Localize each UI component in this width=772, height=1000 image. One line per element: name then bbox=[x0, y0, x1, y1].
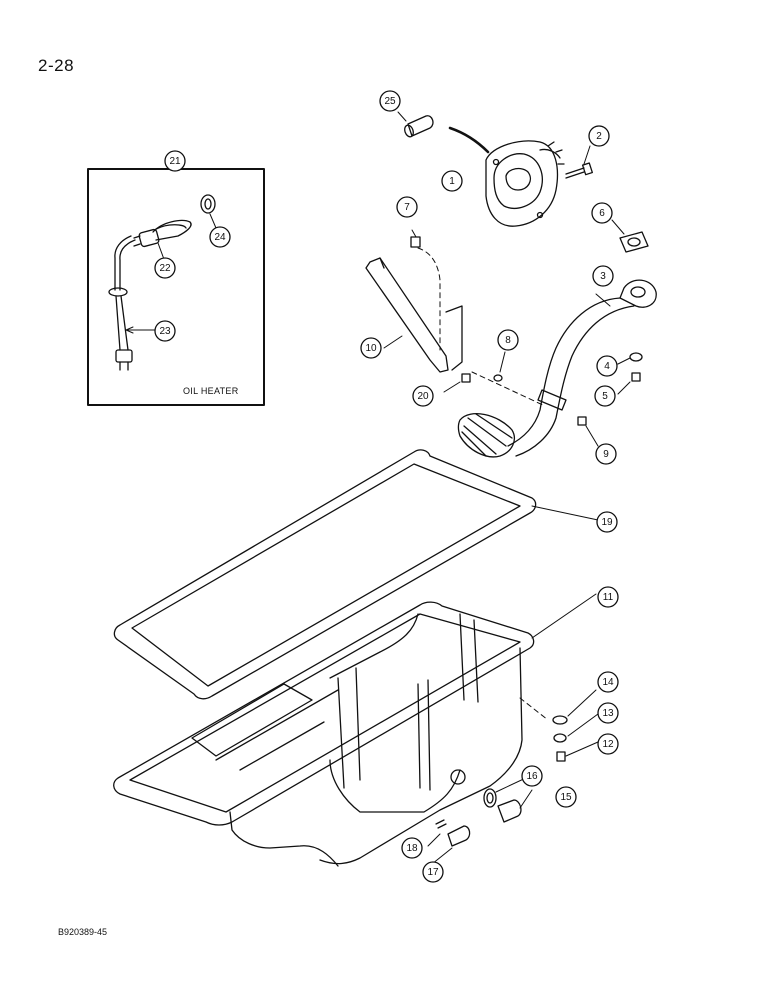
callout-number: 4 bbox=[604, 361, 610, 372]
callout-11: 11 bbox=[597, 586, 619, 608]
oil-heater-caption: OIL HEATER bbox=[183, 386, 239, 396]
suction-tube bbox=[457, 279, 657, 458]
callout-20: 20 bbox=[412, 385, 434, 407]
oil-heater-inset bbox=[87, 168, 265, 406]
figure-code: B920389-45 bbox=[58, 927, 108, 937]
callout-number: 8 bbox=[505, 335, 511, 346]
callout-number: 22 bbox=[159, 263, 171, 274]
callout-circle bbox=[401, 837, 423, 859]
callout-8: 8 bbox=[497, 329, 519, 351]
callout-number: 6 bbox=[599, 208, 605, 219]
oil-pan-gasket bbox=[113, 449, 599, 700]
callout-circle bbox=[597, 702, 619, 724]
callout-14: 14 bbox=[597, 671, 619, 693]
bracket-lower-bolt bbox=[443, 373, 471, 393]
callout-23: 23 bbox=[154, 320, 176, 342]
callout-17: 17 bbox=[422, 861, 444, 883]
callout-number: 13 bbox=[602, 708, 614, 719]
callout-18: 18 bbox=[401, 837, 423, 859]
callout-circle bbox=[164, 150, 186, 172]
callout-number: 11 bbox=[603, 592, 614, 603]
heater-cord bbox=[108, 235, 136, 371]
callout-number: 1 bbox=[449, 176, 455, 187]
bracket-bolt bbox=[410, 229, 441, 351]
callout-number: 9 bbox=[603, 449, 609, 460]
callout-number: 24 bbox=[214, 232, 226, 243]
callout-5: 5 bbox=[594, 385, 616, 407]
callout-24: 24 bbox=[209, 226, 231, 248]
callout-16: 16 bbox=[521, 765, 543, 787]
callout-13: 13 bbox=[597, 702, 619, 724]
callout-circle bbox=[597, 671, 619, 693]
callout-4: 4 bbox=[596, 355, 618, 377]
callout-circle bbox=[596, 355, 618, 377]
support-bracket bbox=[365, 257, 463, 373]
callout-2: 2 bbox=[588, 125, 610, 147]
callout-15: 15 bbox=[555, 786, 577, 808]
tube-hardware bbox=[577, 352, 643, 447]
callout-number: 18 bbox=[406, 843, 418, 854]
callout-circle bbox=[597, 733, 619, 755]
callout-circle bbox=[592, 265, 614, 287]
callout-circle bbox=[360, 337, 382, 359]
callout-number: 12 bbox=[602, 739, 614, 750]
callout-number: 19 bbox=[601, 517, 613, 528]
tube-washer bbox=[471, 351, 546, 407]
pump-screw bbox=[565, 145, 593, 179]
callout-number: 15 bbox=[560, 792, 572, 803]
callout-circle bbox=[209, 226, 231, 248]
callout-number: 16 bbox=[526, 771, 538, 782]
callout-6: 6 bbox=[591, 202, 613, 224]
callout-number: 21 bbox=[169, 156, 181, 167]
drain-fitting bbox=[427, 819, 471, 865]
callout-21: 21 bbox=[164, 150, 186, 172]
drain-plug bbox=[483, 775, 533, 823]
tube-gasket bbox=[611, 219, 649, 253]
callout-3: 3 bbox=[592, 265, 614, 287]
callout-number: 5 bbox=[602, 391, 608, 402]
callout-number: 3 bbox=[600, 271, 606, 282]
heater-seal bbox=[200, 194, 216, 214]
callout-number: 7 bbox=[404, 202, 410, 213]
callout-number: 10 bbox=[365, 343, 377, 354]
callout-10: 10 bbox=[360, 337, 382, 359]
callout-number: 20 bbox=[417, 391, 429, 402]
callout-7: 7 bbox=[396, 196, 418, 218]
callout-number: 14 bbox=[602, 677, 614, 688]
page-number: 2-28 bbox=[38, 56, 75, 75]
pan-hardware bbox=[552, 689, 599, 762]
callout-circle bbox=[521, 765, 543, 787]
callout-9: 9 bbox=[595, 443, 617, 465]
callout-circle bbox=[497, 329, 519, 351]
callout-1: 1 bbox=[441, 170, 463, 192]
callout-circle bbox=[597, 586, 619, 608]
callout-circle bbox=[422, 861, 444, 883]
callout-circle bbox=[412, 385, 434, 407]
callout-22: 22 bbox=[154, 257, 176, 279]
callout-circle bbox=[588, 125, 610, 147]
callout-circle bbox=[594, 385, 616, 407]
oil-pump bbox=[448, 126, 565, 227]
callout-number: 2 bbox=[596, 131, 602, 142]
callout-circle bbox=[591, 202, 613, 224]
heater-element bbox=[133, 219, 192, 248]
callout-circle bbox=[555, 786, 577, 808]
callout-number: 23 bbox=[159, 326, 171, 337]
callout-number: 17 bbox=[427, 867, 439, 878]
pump-plug bbox=[397, 111, 434, 138]
callout-circle bbox=[154, 257, 176, 279]
callout-19: 19 bbox=[596, 511, 618, 533]
oil-pan bbox=[113, 593, 597, 867]
callout-circle bbox=[441, 170, 463, 192]
callout-12: 12 bbox=[597, 733, 619, 755]
callout-25: 25 bbox=[379, 90, 401, 112]
callout-circle bbox=[396, 196, 418, 218]
callout-number: 25 bbox=[384, 96, 396, 107]
callout-circle bbox=[154, 320, 176, 342]
callout-circle bbox=[595, 443, 617, 465]
callout-layer: 1234567891011121314151617181920222324252… bbox=[154, 90, 619, 883]
callout-circle bbox=[596, 511, 618, 533]
callout-circle bbox=[379, 90, 401, 112]
